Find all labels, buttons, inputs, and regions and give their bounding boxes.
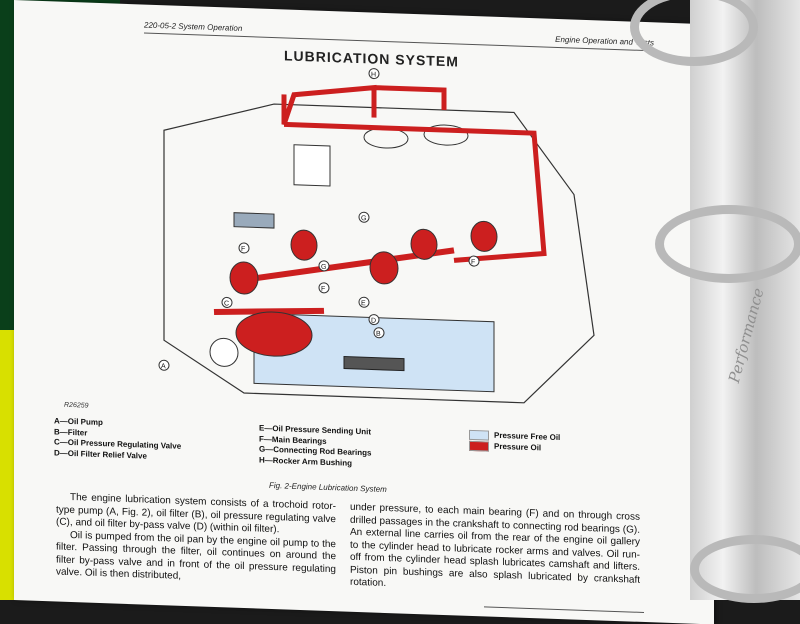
oil-filter <box>235 311 313 357</box>
callout-g2 <box>318 260 330 272</box>
key-swatch-pressure <box>469 440 489 452</box>
callout-f3-label: F <box>241 246 245 253</box>
legend-left: A—Oil Pump B—Filter C—Oil Pressure Regul… <box>54 416 181 462</box>
figure-reference: R26259 <box>64 401 89 410</box>
footer-rule <box>484 606 644 614</box>
callout-f-label: F <box>471 259 475 266</box>
callout-f <box>468 255 480 267</box>
piston <box>293 144 331 187</box>
main-bearing-1 <box>229 261 259 295</box>
callout-c <box>221 296 233 308</box>
oil-pump <box>209 337 239 367</box>
oil-strainer <box>343 356 405 372</box>
key-swatch-pressure-free <box>469 429 489 441</box>
callout-g-label: G <box>361 215 366 222</box>
callout-c-label: C <box>224 300 229 307</box>
page-header: 220-05-2 System Operation Engine Operati… <box>144 18 654 52</box>
callout-f2-label: F <box>321 286 325 293</box>
rod-bearing-1 <box>290 229 318 261</box>
pressure-oil-gallery <box>281 84 547 263</box>
rod-bearing-3 <box>470 220 498 252</box>
callout-a-label: A <box>161 363 166 370</box>
body-paragraph-2: Oil is pumped from the oil pan by the en… <box>56 529 336 582</box>
binder-ring-top <box>630 0 758 66</box>
callout-b-label: B <box>376 331 381 338</box>
engine-block-outline <box>163 103 595 404</box>
callout-a <box>158 359 170 371</box>
cylinder-bore-2 <box>423 124 469 146</box>
callout-h-label: H <box>371 71 376 78</box>
callout-e-label: E <box>361 300 366 307</box>
binder-ring-middle <box>655 205 800 283</box>
body-left-column: The engine lubrication system consists o… <box>56 491 336 588</box>
binder-spine <box>690 0 800 600</box>
callout-g2-label: G <box>321 264 326 271</box>
header-section: 220-05-2 System Operation <box>144 20 243 33</box>
callout-f2 <box>318 282 330 294</box>
rod-bearing-2 <box>410 228 438 260</box>
callout-d-label: D <box>371 317 376 324</box>
camshaft <box>233 212 275 229</box>
callout-e <box>358 296 370 308</box>
body-right-column: under pressure, to each main bearing (F)… <box>350 502 640 600</box>
figure-caption: Fig. 2-Engine Lubrication System <box>269 480 387 495</box>
callout-f3 <box>238 242 250 254</box>
callout-d <box>368 314 380 326</box>
callout-g <box>358 211 370 223</box>
manual-page: 220-05-2 System Operation Engine Operati… <box>14 0 714 624</box>
main-bearing-2 <box>369 251 399 285</box>
legend-right: E—Oil Pressure Sending Unit F—Main Beari… <box>259 424 371 470</box>
lubrication-diagram: H G G F F F E D B C A <box>158 68 595 404</box>
binder-ring-bottom <box>690 535 800 603</box>
body-paragraph-3: under pressure, to each main bearing (F)… <box>350 501 640 589</box>
oil-key: Pressure Free Oil Pressure Oil <box>469 429 560 454</box>
callout-h <box>368 68 380 80</box>
callout-b <box>373 327 385 339</box>
key-label-pressure: Pressure Oil <box>494 441 542 453</box>
filter-line <box>213 307 325 315</box>
key-row-pressure: Pressure Oil <box>469 440 560 454</box>
